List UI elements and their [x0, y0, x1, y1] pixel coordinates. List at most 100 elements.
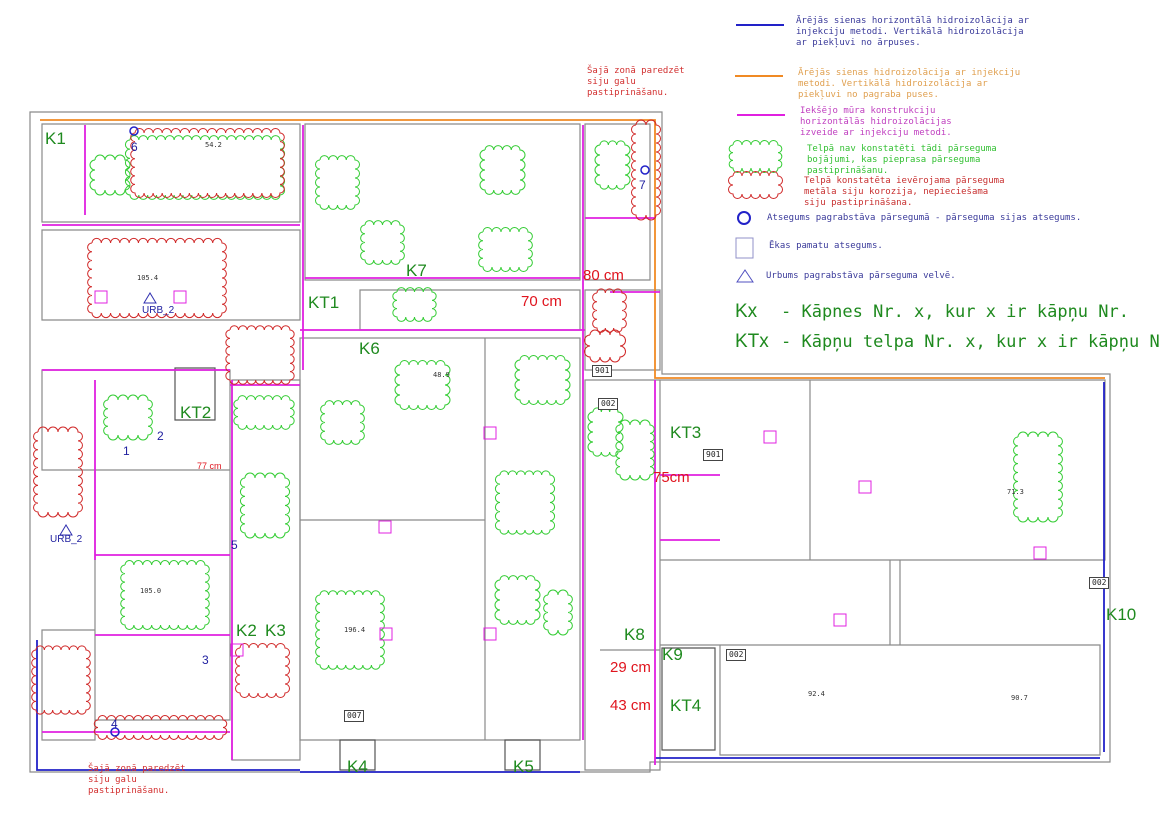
legend-magenta-line-icon — [737, 114, 785, 116]
green-cloud-no-damage — [615, 419, 655, 481]
green-cloud-no-damage — [320, 400, 365, 445]
green-cloud-no-damage — [89, 154, 131, 196]
green-cloud-no-damage — [494, 575, 541, 625]
foundation-square-icon — [483, 426, 497, 440]
room-code: 002 — [598, 398, 619, 410]
markers — [59, 126, 1047, 737]
stair-room-kt4: KT4 — [670, 696, 702, 715]
inner-wall — [231, 289, 1106, 771]
legend-circle-icon — [737, 211, 751, 225]
green-cloud-no-damage — [315, 155, 360, 210]
stair-k2: K2 — [236, 621, 257, 640]
legend-ktx-key: KTx — [735, 331, 769, 352]
green-cloud-no-damage — [1013, 431, 1063, 523]
dimension-70cm: 70 cm — [521, 293, 562, 310]
room-code: 901 — [703, 449, 724, 461]
stair-k5: K5 — [513, 757, 534, 776]
room-area: 92.4 — [808, 690, 825, 698]
note-bottom: Šajā zonā paredzēt siju galu pastiprināš… — [88, 764, 186, 796]
green-cloud-no-damage — [120, 560, 210, 630]
room-area: 48.9 — [433, 371, 450, 379]
foundation-square-icon — [483, 627, 497, 641]
red-cloud-corrosion — [31, 645, 91, 715]
legend-circle-text: Atsegums pagrabstāva pārsegumā - pārsegu… — [767, 213, 1082, 223]
opening-6: 6 — [131, 140, 138, 154]
green-cloud-no-damage — [594, 140, 631, 190]
borehole-triangle-icon — [143, 292, 157, 304]
waterproofing-lines — [36, 119, 1105, 773]
dimension-29cm: 29 cm — [610, 659, 651, 676]
legend-square-icon — [735, 237, 754, 259]
dimension-75cm: 75cm — [653, 469, 690, 486]
foundation-square-icon — [378, 520, 392, 534]
room-code: 901 — [592, 365, 613, 377]
green-cloud-no-damage — [103, 394, 153, 441]
foundation-square-icon — [379, 627, 393, 641]
stair-k7: K7 — [406, 261, 427, 280]
opening-circle-icon — [129, 126, 139, 136]
red-cloud-corrosion — [87, 237, 227, 319]
room-code: 002 — [1089, 577, 1110, 589]
room-code: 002 — [726, 649, 747, 661]
stair-k6: K6 — [359, 339, 380, 358]
orange-line — [40, 119, 1105, 379]
inner-wall — [300, 289, 901, 740]
opening-5: 5 — [231, 538, 238, 552]
foundation-square-icon — [1033, 546, 1047, 560]
legend-orange-line-icon — [735, 75, 783, 77]
legend-magenta-text: Iekšējo mūra konstrukciju horizontālās h… — [800, 106, 952, 138]
green-cloud-no-damage — [315, 590, 385, 670]
legend-green-text: Telpā nav konstatēti tādi pārseguma bojā… — [807, 144, 997, 176]
legend-triangle-icon — [736, 269, 754, 283]
opening-1: 1 — [123, 444, 130, 458]
opening-circle-icon — [110, 727, 120, 737]
legend-orange-text: Ārējās sienas hidroizolācija ar injekcij… — [798, 68, 1021, 100]
dimension-77cm: 77 cm — [197, 461, 222, 471]
room-area: 105.4 — [137, 274, 159, 282]
opening-circle-icon — [640, 165, 650, 175]
outer-wall — [29, 111, 1111, 773]
red-cloud-corrosion — [33, 426, 83, 518]
green-cloud-no-damage — [543, 589, 573, 636]
red-cloud-corrosion — [584, 329, 626, 363]
inner-wall — [41, 123, 651, 321]
red-cloud-corrosion — [235, 643, 290, 698]
foundation-square-icon — [858, 480, 872, 494]
green-cloud-no-damage — [394, 360, 451, 410]
green-cloud-no-damage — [479, 145, 526, 195]
red-cloud-corrosion — [130, 128, 285, 198]
stair-k9: K9 — [662, 645, 683, 664]
legend-blue-line-icon — [736, 24, 784, 26]
legend-blue-text: Ārējās sienas horizontālā hidroizolācija… — [796, 16, 1029, 48]
note-top: Šajā zonā paredzēt siju galu pastiprināš… — [587, 66, 685, 98]
foundation-square-icon — [94, 290, 108, 304]
green-cloud-no-damage — [239, 472, 291, 539]
foundation-square-icon — [763, 430, 777, 444]
opening-4: 4 — [111, 717, 118, 731]
room-area: 90.7 — [1011, 694, 1028, 702]
stair-k4: K4 — [347, 757, 368, 776]
legend-red-text: Telpā konstatēta ievērojama pārseguma me… — [804, 176, 1005, 208]
room-area: 105.0 — [140, 587, 162, 595]
legend-kx-key: Kx — [735, 301, 758, 322]
legend-square-text: Ēkas pamatu atsegums. — [769, 241, 883, 251]
stair-k8: K8 — [624, 625, 645, 644]
room-area: 196.4 — [344, 626, 366, 634]
legend-ktx-text: - Kāpņu telpa Nr. x, kur x ir kāpņu Nr. — [781, 332, 1162, 352]
legend-kx-text: - Kāpnes Nr. x, kur x ir kāpņu Nr. — [781, 302, 1129, 322]
foundation-square-icon — [833, 613, 847, 627]
legend-symbols — [728, 140, 783, 283]
green-cloud-no-damage — [514, 355, 571, 405]
green-cloud-no-damage — [494, 470, 556, 535]
walls — [29, 111, 1111, 773]
stair-k10: K10 — [1106, 605, 1137, 624]
clouds — [31, 119, 1063, 740]
room-area: 71.3 — [1007, 488, 1024, 496]
stair-k1: K1 — [45, 129, 66, 148]
legend-triangle-text: Urbums pagrabstāva pārseguma velvē. — [766, 271, 956, 281]
dimension-80cm: 80 cm — [583, 267, 624, 284]
green-cloud-no-damage — [360, 220, 405, 265]
opening-3: 3 — [202, 653, 209, 667]
red-cloud-corrosion — [93, 715, 228, 740]
